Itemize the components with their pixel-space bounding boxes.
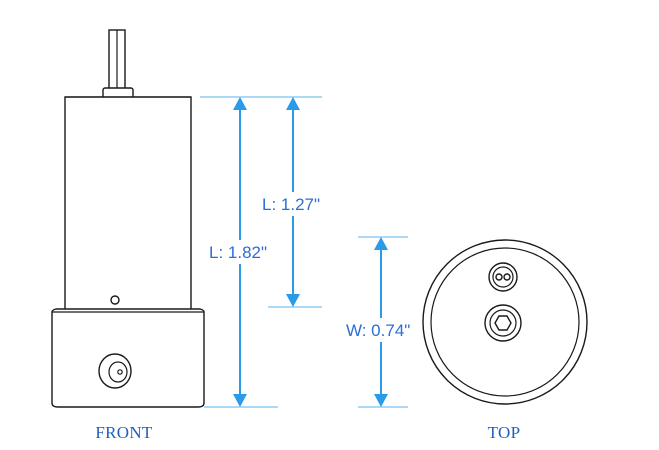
top-view xyxy=(422,239,588,405)
motor-base xyxy=(51,308,205,408)
front-view xyxy=(51,29,205,408)
connector-port xyxy=(98,353,132,389)
dimension-label-length-body: L: 1.27" xyxy=(262,195,320,214)
shaft xyxy=(102,29,134,99)
dimension-label-length-total: L: 1.82" xyxy=(209,243,267,262)
dimension-label-width: W: 0.74" xyxy=(346,321,410,340)
top-view-label: TOP xyxy=(488,423,521,442)
front-view-label: FRONT xyxy=(95,423,153,442)
hex-bolt xyxy=(484,304,522,342)
shaft-boss xyxy=(488,262,518,292)
motor-body xyxy=(64,96,192,311)
screw-hole xyxy=(110,295,120,305)
